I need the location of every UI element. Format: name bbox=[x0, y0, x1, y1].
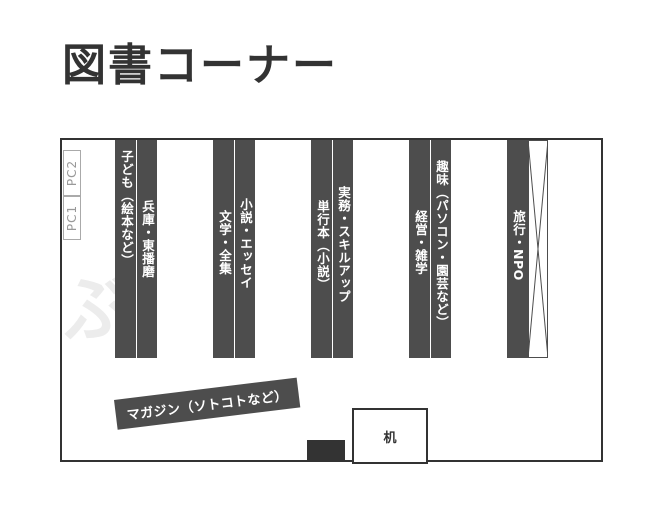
desk-label: 机 bbox=[383, 430, 397, 446]
shelf-4-right-label: 趣味（パソコン・園芸など） bbox=[434, 160, 449, 329]
shelf-2-divider bbox=[234, 140, 235, 358]
pc-2-label: PC2 bbox=[65, 159, 79, 187]
pc-1: PC1 bbox=[63, 196, 81, 240]
pc-2: PC2 bbox=[63, 150, 81, 196]
shelf-1-right-label: 兵庫・東播磨 bbox=[140, 200, 155, 278]
shelf-4-left-label: 経営・雑学 bbox=[413, 210, 428, 275]
shelf-4-divider bbox=[430, 140, 431, 358]
shelf-3-divider bbox=[332, 140, 333, 358]
shelf-5-empty-side bbox=[528, 140, 548, 358]
shelf-3-left-label: 単行本（小説） bbox=[315, 200, 330, 291]
shelf-3-right-label: 実務・スキルアップ bbox=[336, 186, 351, 303]
shelf-5 bbox=[507, 140, 528, 358]
shelf-5-left-label: 旅行・NPO bbox=[511, 210, 526, 281]
shelf-2-left-label: 文学・全集 bbox=[217, 210, 232, 275]
shelf-1-left-label: 子ども（絵本など） bbox=[119, 150, 134, 267]
desk: 机 bbox=[352, 408, 428, 464]
counter-block bbox=[307, 440, 345, 462]
shelf-1-divider bbox=[136, 140, 137, 358]
page-title: 図書コーナー bbox=[62, 40, 338, 91]
pc-1-label: PC1 bbox=[65, 204, 79, 232]
shelf-2-right-label: 小説・エッセイ bbox=[238, 198, 253, 289]
